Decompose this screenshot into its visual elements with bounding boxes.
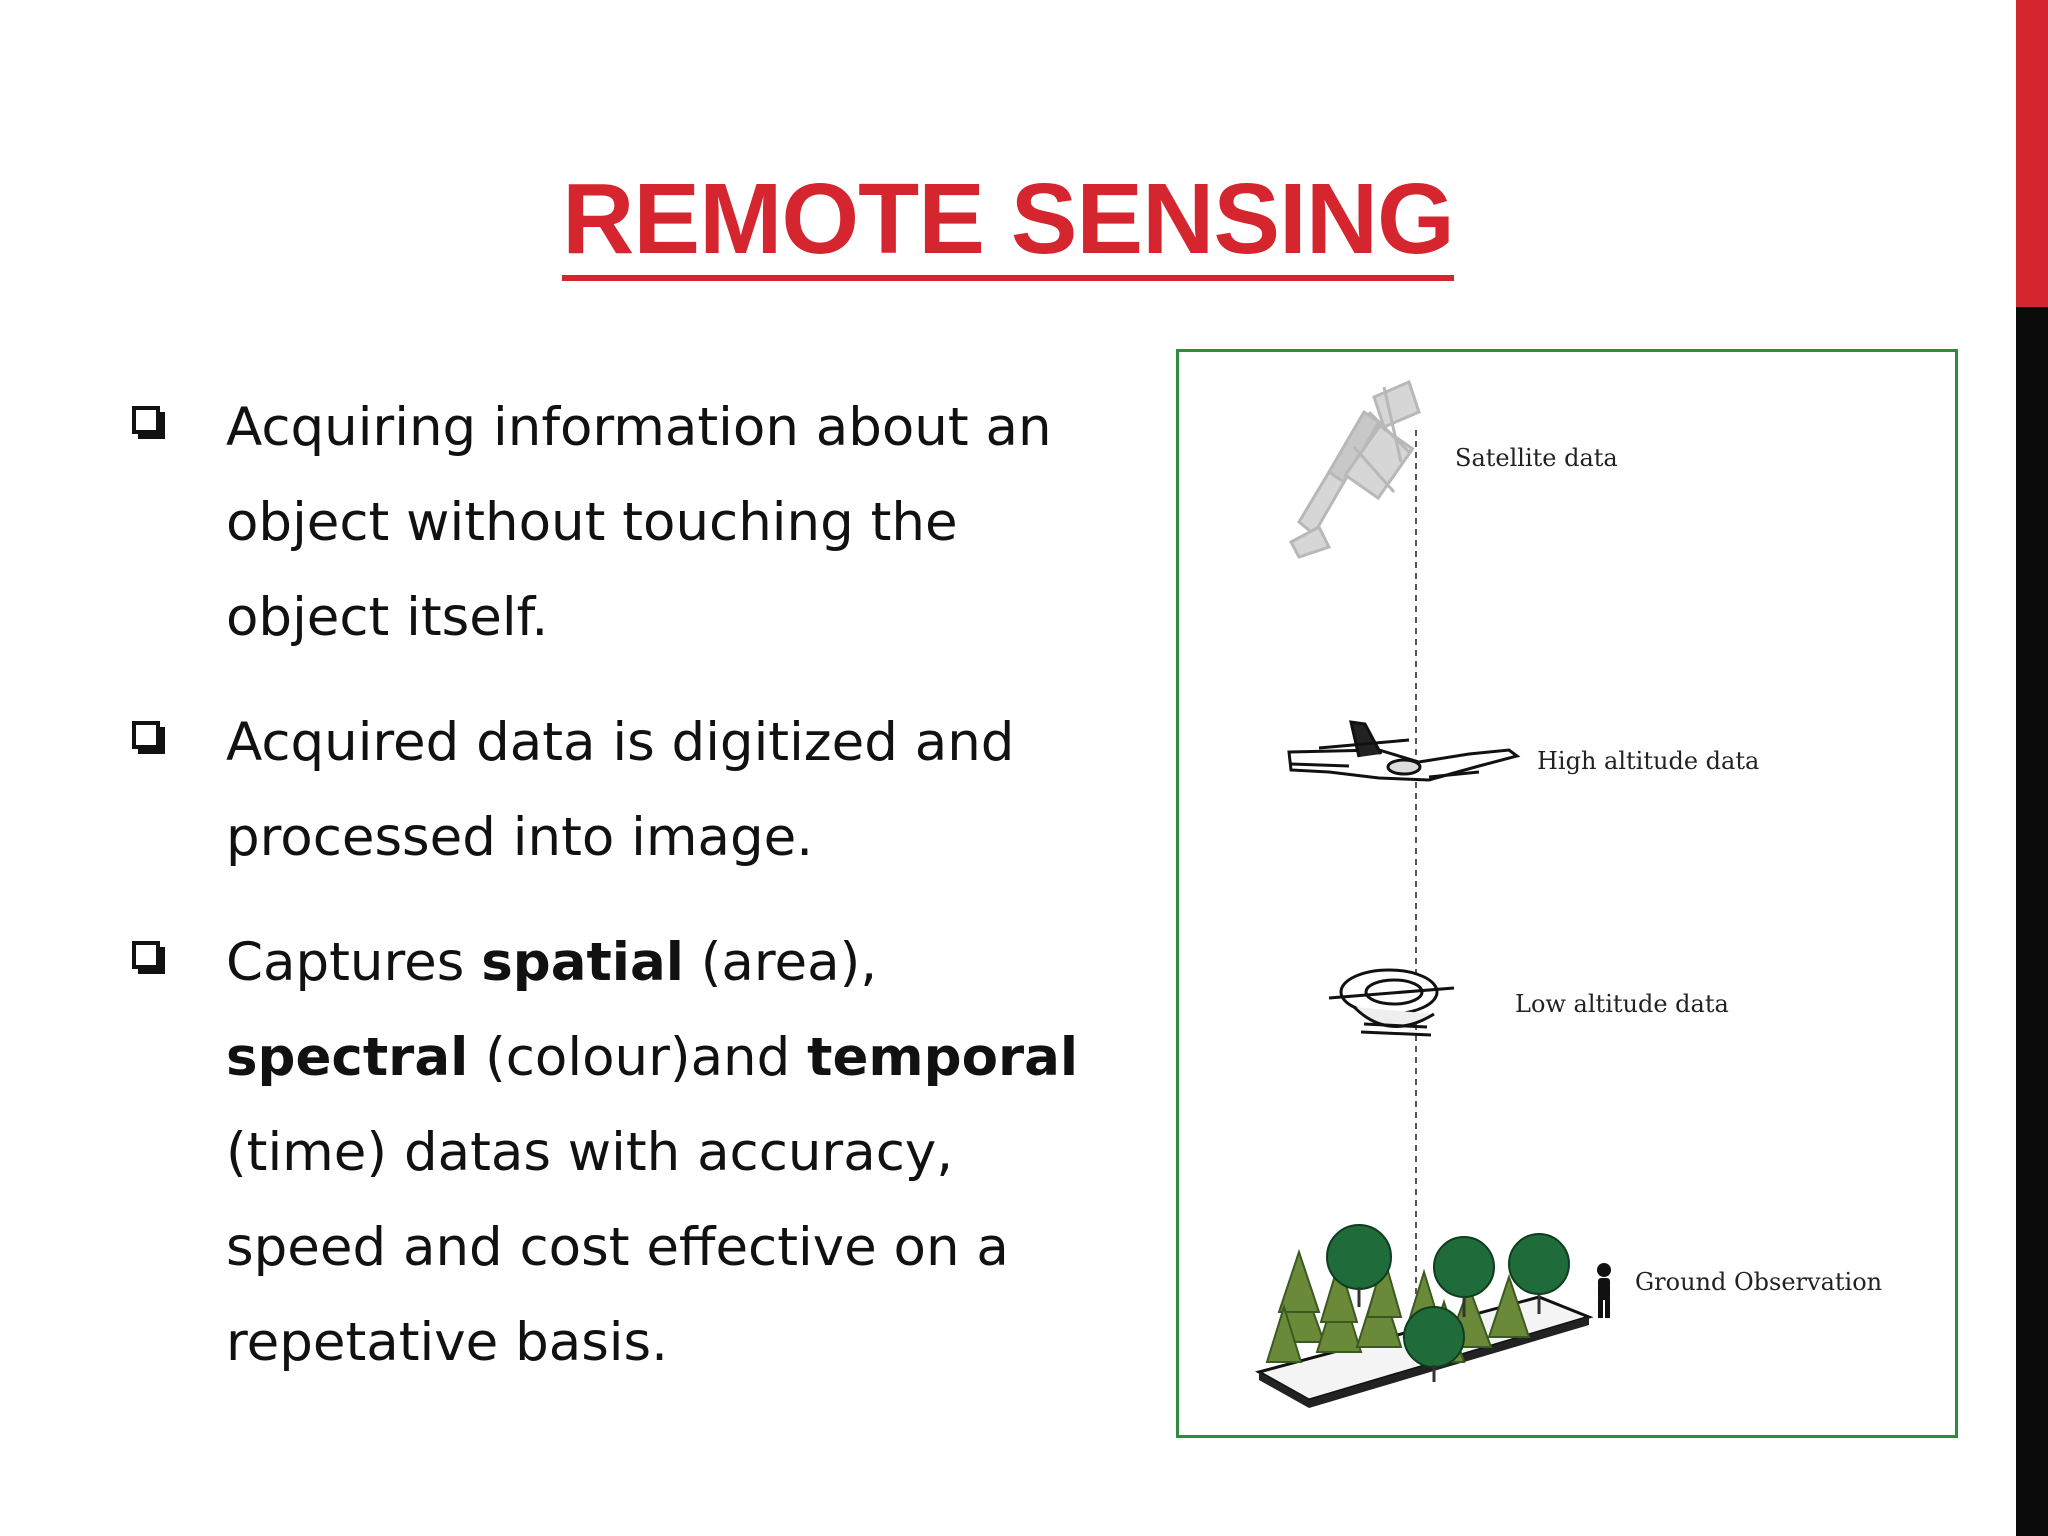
label-satellite-data: Satellite data	[1455, 444, 1618, 472]
text-run: (time) datas with accuracy, speed and co…	[226, 1122, 1009, 1373]
bullet-list: Acquiring information about an object wi…	[128, 380, 1108, 1420]
emphasis-temporal: temporal	[807, 1027, 1079, 1088]
label-low-altitude-data: Low altitude data	[1515, 990, 1729, 1018]
helicopter-icon	[1328, 968, 1455, 1037]
emphasis-spectral: spectral	[226, 1027, 469, 1088]
text-run: Captures	[226, 932, 482, 993]
text-run: (area),	[683, 932, 878, 993]
diagram-drawing	[1255, 379, 1611, 1408]
bullet-item: Acquiring information about an object wi…	[128, 380, 1108, 665]
satellite-icon	[1288, 379, 1421, 559]
person-icon	[1597, 1263, 1611, 1318]
checkbox-bullet-icon	[132, 721, 165, 754]
text-run: (colour)and	[468, 1027, 808, 1088]
bullet-text: Acquiring information about an object wi…	[226, 397, 1052, 648]
edge-accent-red	[2016, 0, 2048, 307]
bullet-item: Acquired data is digitized and processed…	[128, 695, 1108, 885]
edge-accent-black	[2016, 307, 2048, 1536]
airplane-icon	[1287, 720, 1521, 782]
tree-trunks	[1357, 1287, 1541, 1382]
checkbox-bullet-icon	[132, 941, 165, 974]
remote-sensing-diagram: Satellite data High altitude data Low al…	[1176, 349, 1958, 1438]
bullet-text: Acquired data is digitized and processed…	[226, 712, 1015, 868]
checkbox-bullet-icon	[132, 406, 165, 439]
label-high-altitude-data: High altitude data	[1537, 747, 1760, 775]
bullet-text: Captures spatial (area), spectral (colou…	[226, 932, 1078, 1373]
emphasis-spatial: spatial	[481, 932, 684, 993]
bullet-item: Captures spatial (area), spectral (colou…	[128, 915, 1108, 1390]
slide-title-text: REMOTE SENSING	[562, 163, 1455, 281]
label-ground-observation: Ground Observation	[1635, 1268, 1883, 1296]
slide-title: REMOTE SENSING	[0, 160, 2016, 281]
